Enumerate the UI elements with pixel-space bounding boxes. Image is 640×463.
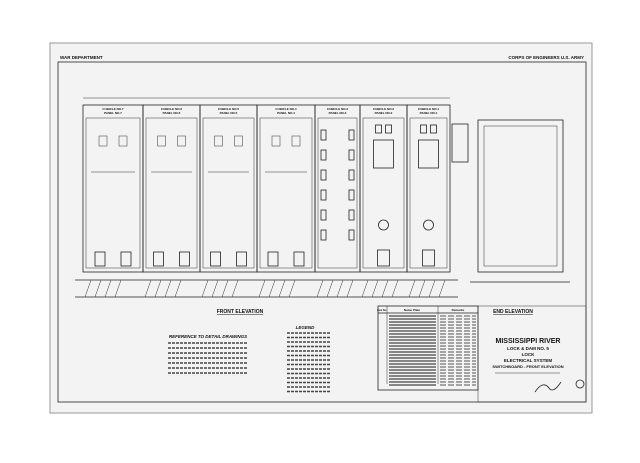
legend-list	[287, 332, 330, 393]
title-line-2: LOCK & DAM NO. 5	[507, 346, 549, 351]
cubicle-label: CUBICLE NO.7	[102, 107, 124, 111]
references-list	[168, 342, 248, 374]
table-header-nameplate: Name Plate	[404, 308, 421, 312]
cubicle-label: CUBICLE NO.5	[218, 107, 240, 111]
panel-label: PANEL NO.1	[420, 111, 438, 115]
signature	[534, 381, 562, 393]
panel-label: PANEL NO.2	[375, 111, 393, 115]
table-header-item: Item No.	[377, 309, 387, 312]
title-block: MISSISSIPPI RIVER LOCK & DAM NO. 5 LOCK …	[477, 305, 587, 403]
cubicle-label: CUBICLE NO.6	[161, 107, 183, 111]
panel-label: PANEL NO.5	[220, 111, 238, 115]
cubicle-label: CUBICLE NO.4	[275, 107, 297, 111]
panel-label: PANEL NO.4	[277, 111, 295, 115]
panel-label: PANEL NO.6	[163, 111, 181, 115]
table-header-remarks: Remarks	[452, 308, 465, 312]
header-left: WAR DEPARTMENT	[60, 55, 103, 60]
cubicle-label: CUBICLE NO.2	[373, 107, 395, 111]
end-elevation-label: END ELEVATION	[493, 309, 533, 315]
nameplate-table: Item No. Name Plate Remarks	[377, 305, 479, 391]
panel-label: PANEL NO.3	[329, 111, 347, 115]
cubicle-label: CUBICLE NO.3	[327, 107, 349, 111]
references-title: REFERENCE TO DETAIL DRAWINGS	[169, 334, 247, 339]
cubicle-label: CUBICLE NO.1	[418, 107, 440, 111]
title-line-5: SWITCHBOARD - FRONT ELEVATION	[492, 364, 563, 369]
header-right: CORPS OF ENGINEERS U.S. ARMY	[508, 55, 584, 60]
end-elevation-view	[451, 119, 570, 283]
drawing-border	[57, 61, 587, 403]
front-elevation-label: FRONT ELEVATION	[217, 309, 264, 315]
panel-label: PANEL NO.7	[104, 111, 122, 115]
title-line-1: MISSISSIPPI RIVER	[496, 338, 561, 345]
title-line-3: LOCK	[522, 352, 535, 357]
legend-title: LEGEND	[296, 325, 316, 330]
title-line-4: ELECTRICAL SYSTEM	[504, 358, 552, 363]
